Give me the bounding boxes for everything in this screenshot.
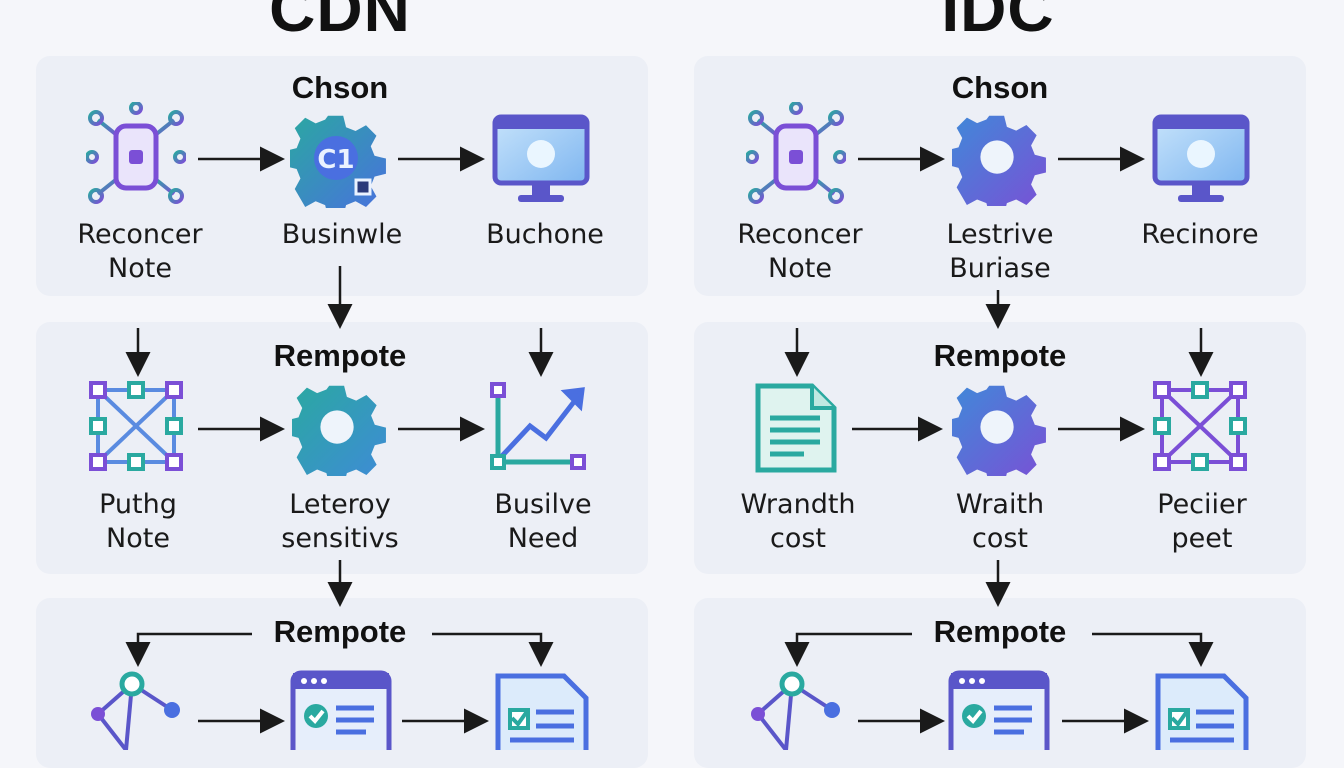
- section-title-idc-3: Rempote: [933, 614, 1067, 649]
- gear-icon: [952, 115, 1046, 206]
- gear-icon: [292, 385, 386, 476]
- monitor-icon: [492, 114, 590, 202]
- label-idc-1-1: Reconcer Note: [737, 219, 863, 284]
- graph-nodes-icon: [91, 671, 180, 750]
- label-cdn-1-3: Buchone: [486, 219, 604, 250]
- network-chip-icon: [746, 102, 846, 204]
- section-title-idc-2: Rempote: [933, 338, 1067, 373]
- label-idc-1-3: Recinore: [1141, 219, 1259, 250]
- section-title-cdn-1: Chson: [291, 70, 389, 105]
- checklist-window-icon: [948, 670, 1050, 750]
- label-cdn-2-1: Puthg Note: [99, 489, 177, 554]
- label-cdn-1-2: Businwle: [281, 219, 403, 250]
- section-title-idc-1: Chson: [951, 70, 1049, 105]
- graph-nodes-icon: [751, 671, 840, 750]
- trend-chart-icon: [490, 382, 586, 470]
- checklist-window-icon: [290, 670, 392, 750]
- gear-icon: [952, 385, 1046, 476]
- column-title-idc: IDC: [941, 0, 1055, 45]
- checklist-document-icon: [1155, 673, 1249, 750]
- label-idc-1-2: Lestrive Buriase: [946, 219, 1054, 284]
- label-idc-2-2: Wraith cost: [955, 489, 1045, 554]
- label-cdn-2-3: Busilve Need: [494, 489, 592, 554]
- gear-code-icon: C1: [290, 115, 386, 208]
- connector-arrows: [125, 146, 1214, 734]
- gear-badge-text: C1: [317, 145, 354, 175]
- label-idc-2-1: Wrandth cost: [740, 489, 856, 554]
- network-chip-icon: [86, 102, 186, 204]
- network-grid-icon: [1153, 381, 1247, 471]
- monitor-icon: [1152, 114, 1250, 202]
- section-title-cdn-3: Rempote: [273, 614, 407, 649]
- column-title-cdn: CDN: [269, 0, 411, 45]
- checklist-document-icon: [495, 673, 589, 750]
- document-icon: [755, 383, 837, 473]
- section-title-cdn-2: Rempote: [273, 338, 407, 373]
- label-cdn-1-1: Reconcer Note: [77, 219, 203, 284]
- network-grid-icon: [89, 381, 183, 471]
- label-idc-2-3: Peciier peet: [1157, 489, 1247, 554]
- label-cdn-2-2: Leteroy sensitivs: [281, 489, 399, 554]
